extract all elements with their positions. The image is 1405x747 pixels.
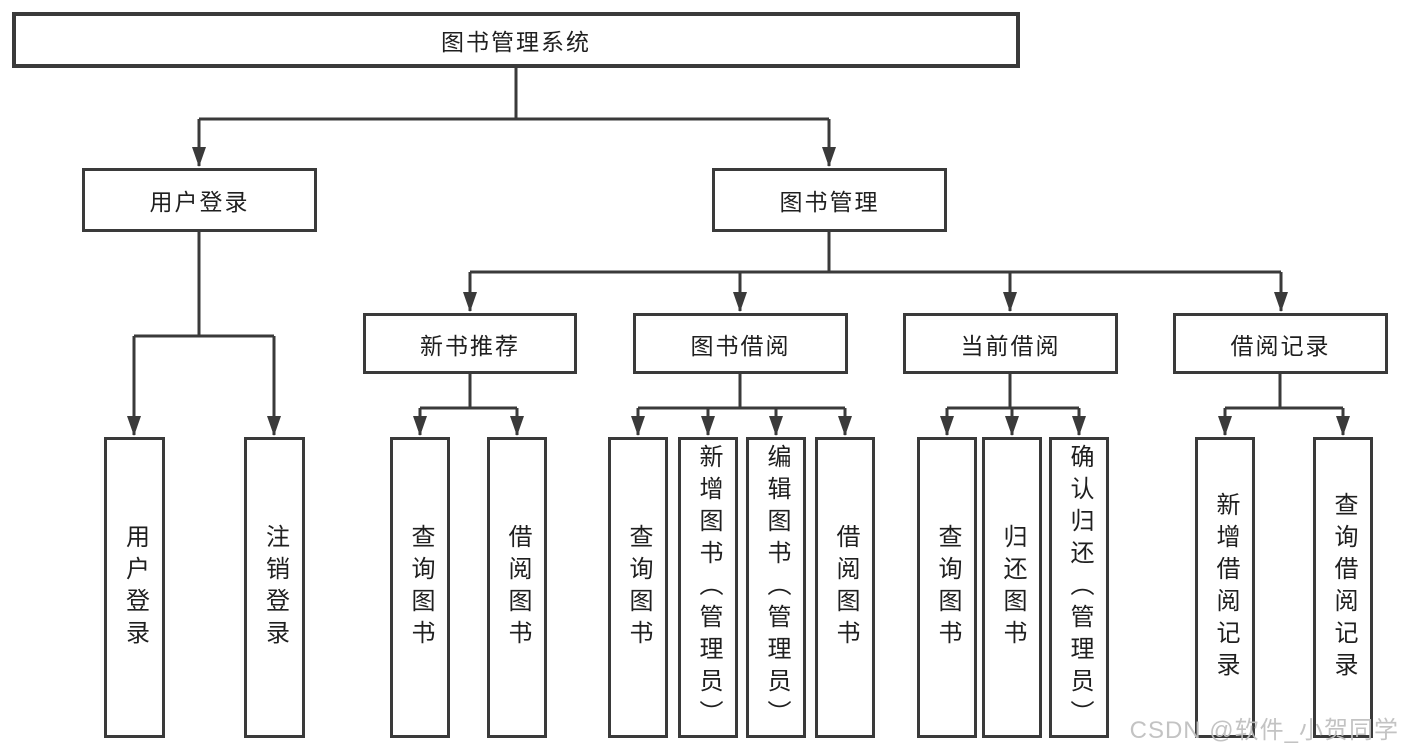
node-label: 用户登录 [149,189,250,215]
leaf-return-book: 归还图书 [982,437,1042,738]
leaf-borrow-books: 借阅图书 [815,437,875,738]
node-label: 图书借阅 [690,332,791,359]
node-book-management-branch: 图书管理 [712,168,947,232]
node-library-management-system: 图书管理系统 [12,12,1020,68]
node-label: 查询图书 [625,523,652,652]
node-label: 新增借阅记录 [1212,491,1239,684]
leaf-query-books-borrow: 查询图书 [608,437,668,738]
leaf-add-book-admin: 新增图书（管理员） [678,437,738,738]
leaf-confirm-return-admin: 确认归还（管理员） [1049,437,1109,738]
node-label: 查询借阅记录 [1330,491,1357,684]
node-label: 注销登录 [261,523,289,652]
node-label: 归还图书 [999,523,1026,652]
node-label: 借阅图书 [504,523,531,652]
node-label: 新增图书（管理员） [695,443,722,732]
node-label: 当前借阅 [960,332,1061,359]
node-book-borrowing: 图书借阅 [633,313,848,374]
leaf-edit-book-admin: 编辑图书（管理员） [746,437,806,738]
node-label: 借阅图书 [832,523,859,652]
csdn-watermark: CSDN @软件_小贺同学 [1129,717,1399,744]
node-label: 图书管理系统 [441,29,591,55]
node-label: 编辑图书（管理员） [763,443,790,732]
leaf-query-books-current: 查询图书 [917,437,977,738]
node-new-book-recommendation: 新书推荐 [363,313,577,374]
node-borrowing-records: 借阅记录 [1173,313,1388,374]
node-label: 确认归还（管理员） [1066,443,1093,732]
node-current-borrowing: 当前借阅 [903,313,1118,374]
node-label: 查询图书 [934,523,961,652]
leaf-query-borrow-record: 查询借阅记录 [1313,437,1373,738]
node-label: 查询图书 [407,523,434,652]
leaf-logout: 注销登录 [244,437,305,738]
node-user-login-branch: 用户登录 [82,168,317,232]
node-label: 用户登录 [121,523,149,652]
leaf-add-borrow-record: 新增借阅记录 [1195,437,1255,738]
node-label: 借阅记录 [1230,332,1331,359]
leaf-query-books-recommend: 查询图书 [390,437,450,738]
node-label: 新书推荐 [420,332,520,359]
node-label: 图书管理 [779,189,880,215]
leaf-user-login: 用户登录 [104,437,165,738]
leaf-borrow-books-recommend: 借阅图书 [487,437,547,738]
